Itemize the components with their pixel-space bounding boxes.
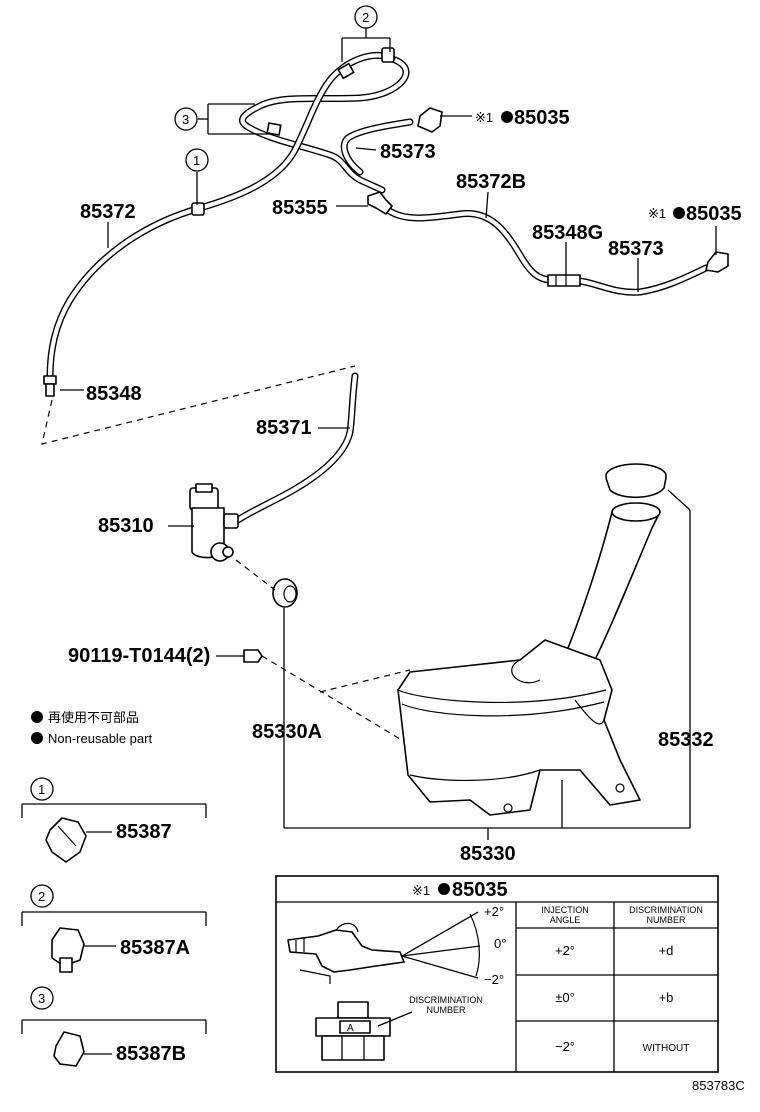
label-85348: 85348	[86, 383, 142, 405]
figure-stamp: A	[347, 1023, 354, 1034]
label-85330A: 85330A	[252, 721, 322, 743]
leader-lines-upper	[60, 28, 717, 391]
label-85372: 85372	[80, 201, 136, 223]
part-labels: 85372 85348 85355 85373 ※1 85035 85372B …	[68, 107, 742, 865]
row1-number: +d	[659, 943, 674, 958]
figure-angle-bottom: −2°	[484, 972, 504, 987]
legend-line-2: Non-reusable part	[48, 731, 152, 746]
nozzle-spec-table: ※1 85035 INJECTION ANGLE DISCRIMINATION …	[275, 875, 719, 1073]
washer-tank	[397, 463, 667, 816]
legend-dot-1	[31, 711, 43, 723]
label-85035-right: 85035	[686, 203, 742, 225]
figure-angle-mid: 0°	[494, 936, 506, 951]
leader-lines-pump	[168, 427, 691, 840]
hose-assembly-upper	[43, 47, 729, 397]
clip-detail-3: 3 85387B	[21, 986, 207, 1067]
clip-detail-2: 2 85387A	[21, 884, 207, 973]
table-title-dot	[438, 883, 450, 895]
pump-assembly	[189, 372, 359, 663]
label-85332: 85332	[658, 729, 714, 751]
clip-ref-1: 1	[38, 782, 45, 797]
table-title-part: 85035	[452, 879, 508, 901]
label-85373-right: 85373	[608, 238, 664, 260]
col-injection-line1: INJECTION	[541, 905, 589, 915]
non-reusable-dot-upper	[501, 111, 513, 123]
legend-dot-2	[31, 732, 43, 744]
ref-circle-3-top: 3	[182, 112, 189, 127]
row3-number: WITHOUT	[643, 1043, 690, 1054]
label-85348G: 85348G	[532, 222, 603, 244]
label-85355: 85355	[272, 197, 328, 219]
non-reusable-dot-right	[673, 207, 685, 219]
label-85310: 85310	[98, 515, 154, 537]
note-mark-upper: ※1	[475, 110, 493, 125]
legend: 再使用不可部品 Non-reusable part	[31, 710, 152, 746]
figure-disc-label-line2: NUMBER	[426, 1005, 466, 1015]
label-bolt: 90119-T0144(2)	[68, 645, 210, 667]
row3-angle: −2°	[555, 1039, 575, 1054]
col-discrimination-line2: NUMBER	[646, 915, 686, 925]
col-discrimination-line1: DISCRIMINATION	[629, 905, 703, 915]
note-mark-right: ※1	[648, 206, 666, 221]
nozzle-angle-figure: +2° 0° −2°	[287, 904, 506, 987]
label-85387: 85387	[116, 821, 172, 843]
label-85387B: 85387B	[116, 1043, 186, 1065]
dashed-connector-upper	[41, 365, 356, 445]
row2-number: +b	[659, 990, 674, 1005]
ref-circle-2-top: 2	[362, 10, 369, 25]
clip-ref-2: 2	[38, 889, 45, 904]
label-85373-upper: 85373	[380, 141, 436, 163]
figure-angle-top: +2°	[484, 904, 504, 919]
legend-line-1: 再使用不可部品	[48, 710, 139, 725]
ref-circle-1-top: 1	[193, 153, 200, 168]
row1-angle: +2°	[555, 943, 575, 958]
label-85371: 85371	[256, 417, 312, 439]
row2-angle: ±0°	[555, 990, 575, 1005]
reference-circles: 2 3 1	[174, 5, 378, 172]
label-85330: 85330	[460, 843, 516, 865]
label-85372B: 85372B	[456, 171, 526, 193]
figure-disc-label-line1: DISCRIMINATION	[409, 995, 483, 1005]
drawing-number: 853783C	[692, 1078, 745, 1093]
discrimination-figure: A DISCRIMINATION NUMBER	[315, 995, 483, 1061]
label-85035-upper: 85035	[514, 107, 570, 129]
table-title-mark: ※1	[412, 883, 430, 898]
label-85387A: 85387A	[120, 937, 190, 959]
col-injection-line2: ANGLE	[550, 915, 581, 925]
clip-ref-3: 3	[38, 991, 45, 1006]
clip-detail-1: 1 85387	[21, 777, 207, 863]
